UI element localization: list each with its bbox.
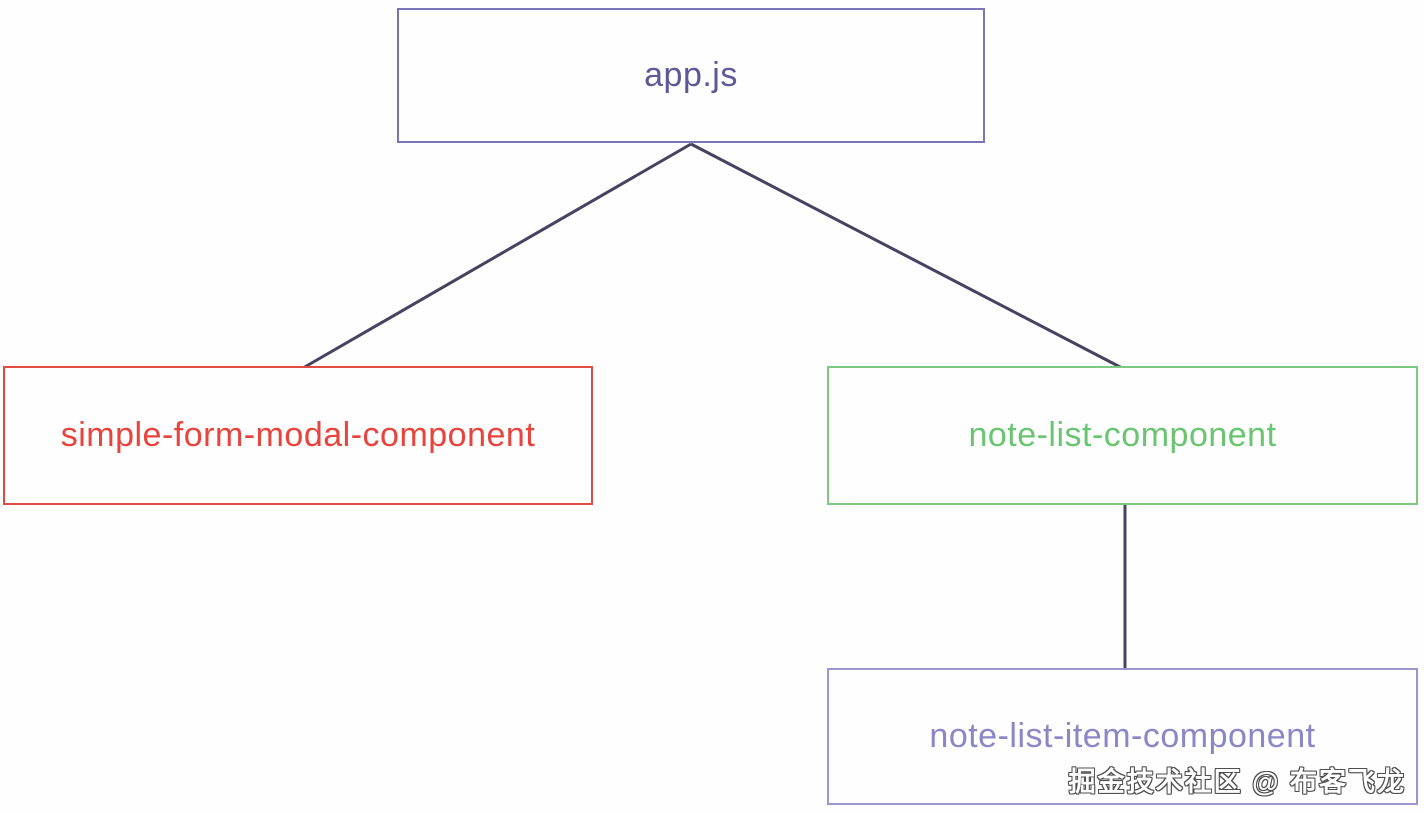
- edge-app-to-note-list: [690, 142, 1123, 370]
- node-note-list-component: note-list-component: [827, 366, 1418, 505]
- node-note-list-component-label: note-list-component: [968, 416, 1277, 454]
- node-app-js: app.js: [397, 8, 985, 143]
- edge-app-to-simple-form-modal: [302, 142, 692, 370]
- node-app-js-label: app.js: [644, 56, 738, 94]
- watermark: 掘金技术社区 @ 布客飞龙: [1068, 767, 1406, 797]
- node-simple-form-modal-component-label: simple-form-modal-component: [60, 416, 536, 454]
- node-note-list-item-component: note-list-item-component: [827, 668, 1418, 805]
- node-note-list-item-component-label: note-list-item-component: [929, 717, 1316, 755]
- node-simple-form-modal-component: simple-form-modal-component: [3, 366, 593, 505]
